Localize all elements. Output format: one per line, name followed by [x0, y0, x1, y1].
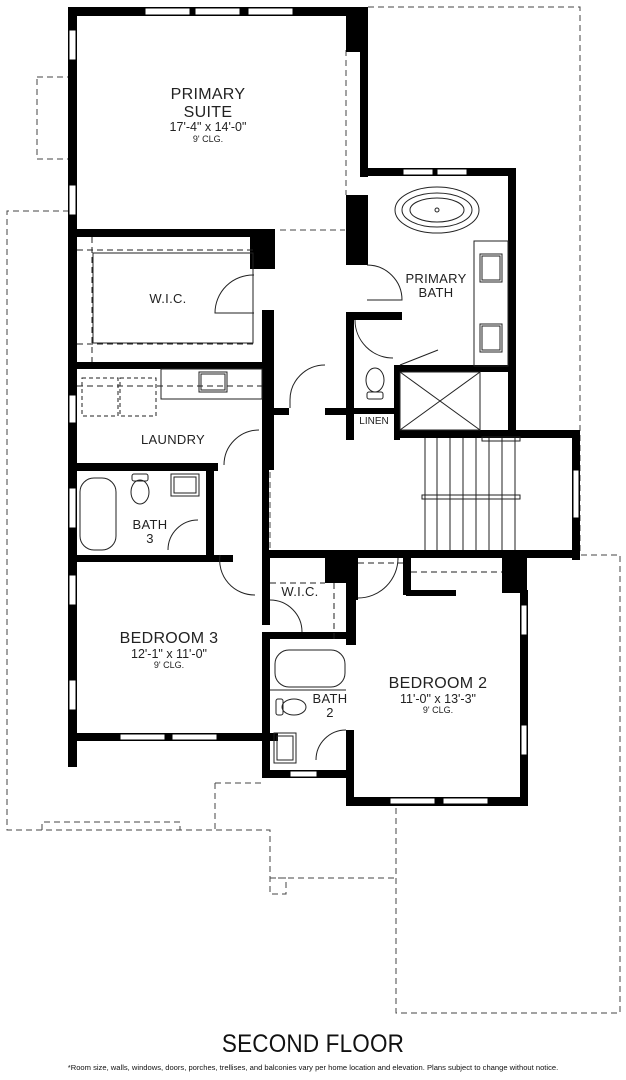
- room-bath2: BATH 2: [312, 691, 348, 721]
- room-linen: LINEN: [359, 416, 388, 427]
- room-dimensions: 17'-4" x 14'-0": [169, 120, 247, 135]
- room-bedroom3: BEDROOM 3 12'-1" x 11'-0" 9' CLG.: [120, 630, 219, 671]
- room-primary-suite: PRIMARY SUITE 17'-4" x 14'-0" 9' CLG.: [170, 86, 247, 145]
- room-laundry: LAUNDRY: [141, 432, 205, 447]
- room-name-primary-suite-line2: SUITE: [183, 103, 233, 121]
- room-wic-bedroom3: W.I.C.: [281, 584, 319, 599]
- room-name-primary-bath-line2: BATH: [418, 285, 454, 301]
- fixtures: [77, 186, 521, 764]
- disclaimer-text: *Room size, walls, windows, doors, porch…: [67, 1063, 559, 1072]
- floor-title: SECOND FLOOR: [221, 1030, 405, 1058]
- room-name-bedroom2: BEDROOM 2: [388, 675, 488, 692]
- room-name-bath3-line2: 3: [146, 531, 154, 547]
- room-name-primary-suite-line1: PRIMARY: [170, 86, 246, 103]
- room-bedroom2: BEDROOM 2 11'-0" x 13'-3" 9' CLG.: [389, 675, 488, 716]
- room-dimensions: 11'-0" x 13'-3": [400, 691, 476, 706]
- room-dimensions: 12'-1" x 11'-0": [131, 646, 207, 661]
- room-ceiling: 9' CLG.: [153, 660, 185, 671]
- room-name-bath2-line2: 2: [326, 705, 334, 721]
- room-primary-bath: PRIMARY BATH: [405, 271, 467, 301]
- room-name-linen: LINEN: [359, 416, 389, 427]
- room-bath3: BATH 3: [132, 517, 168, 547]
- room-name-bath3-line1: BATH: [132, 517, 168, 532]
- room-name-laundry: LAUNDRY: [141, 432, 205, 447]
- room-name-primary-bath-line1: PRIMARY: [405, 271, 467, 286]
- room-name-bath2-line1: BATH: [312, 691, 348, 706]
- dashed-outlines: [6, 6, 621, 1014]
- room-ceiling: 9' CLG.: [422, 705, 454, 716]
- room-name-wic: W.I.C.: [149, 291, 187, 306]
- room-ceiling: 9' CLG.: [192, 133, 224, 144]
- room-name-wic: W.I.C.: [281, 584, 319, 599]
- room-name-bedroom3: BEDROOM 3: [119, 630, 219, 647]
- walls: [68, 7, 580, 806]
- floor-plan-drawing: [6, 6, 621, 1014]
- room-wic-primary: W.I.C.: [149, 291, 187, 306]
- windows: [68, 7, 580, 805]
